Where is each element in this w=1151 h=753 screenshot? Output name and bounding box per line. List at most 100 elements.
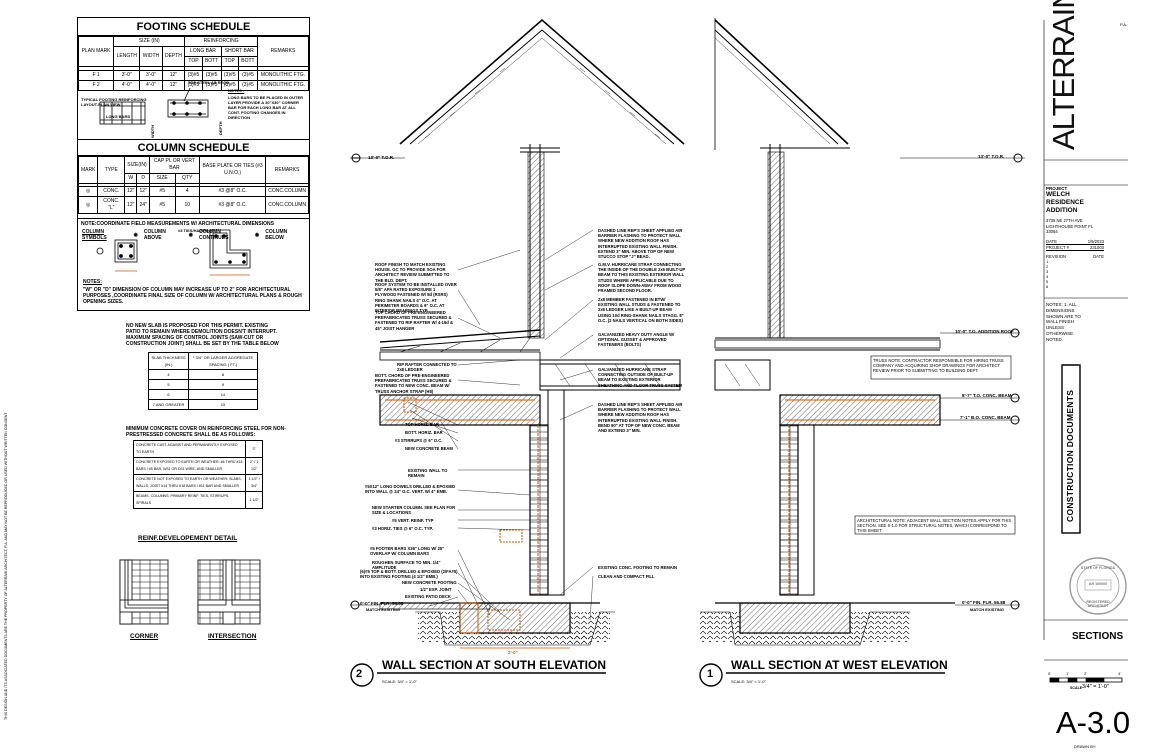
west-ffe: 0'-0" FIN. FLR. 56.88	[962, 600, 1006, 605]
fs-typical-label: TYPICAL FOOTING REINFORCING LAYOUT-PLAN …	[81, 97, 147, 107]
truss-note: TRUSS NOTE: CONTRACTOR RESPONSIBLE FOR H…	[873, 358, 1004, 374]
west-beam2: 7'-1" B.O. CONC. BEAM	[960, 415, 1011, 420]
south-ffe: 0'-0" FIN. FLR. 56.88	[360, 601, 404, 606]
fs-cell: MONOLITHIC FTG.	[256, 80, 310, 91]
column-above-icon: ◉	[133, 232, 138, 238]
footing-schedule-title: FOOTING SCHEDULE	[78, 18, 309, 36]
south-left-callout: NEW STARTER COLUMN. SEE PLAN FOR SIZE & …	[372, 505, 456, 516]
firm-logo: ALTERRAIN ARCHITECT	[1046, 0, 1082, 150]
column-schedule-panel: COLUMN SCHEDULE MARK TYPE SIZE(IN) CAP P…	[77, 139, 310, 311]
south-left-callout: #5X12" LONG DOWELS DRILLED & EPOXIED INT…	[365, 484, 456, 495]
cs-symbols-label: COLUMN SYMBOLS	[82, 229, 107, 241]
west-match: MATCH EXISTING	[970, 607, 1004, 612]
cover-cell: 1 1/2"	[245, 491, 263, 509]
south-number: 2	[356, 668, 363, 680]
arch-note: ARCHITECTURAL NOTE: ADJACENT WALL SECTIO…	[857, 518, 1012, 534]
south-left-callout: BOTT. CHORD OF PRE-ENGINEERED PREFABRICA…	[375, 373, 452, 394]
date-label: DATE	[1046, 238, 1057, 244]
cs-cell: 24"	[136, 196, 150, 214]
construction-documents-label: CONSTRUCTION DOCUMENTS	[1065, 389, 1075, 522]
slab-cell: 7 AND GREATER	[147, 399, 190, 410]
south-left-callout: #5 FOOTER BARS X36" LONG W/ 25" OVERLAP …	[370, 546, 445, 557]
slab-h2: * 3/4" OR LARGER AGGREGATE SPACING ( FT.…	[188, 352, 258, 370]
revision-date-label: DATE	[1093, 253, 1104, 259]
revision-row: 2	[1046, 263, 1049, 269]
revision-row: 4	[1046, 273, 1049, 279]
west-beam1: 8'-7" T.O. CONC. BEAM	[962, 393, 1012, 398]
reinf-corner-sketch	[119, 559, 169, 625]
column-mark-icon: ◎	[77, 196, 99, 214]
cs-sym-below: COLUMN BELOW	[265, 229, 288, 241]
revision-header: REVISION DATE	[1046, 254, 1104, 259]
cover-note: MINIMUM CONCRETE COVER ON REINFORCING ST…	[126, 426, 286, 438]
revision-row: 6	[1046, 283, 1049, 289]
fs-cell: (3)#5	[220, 80, 239, 91]
south-right-callout: CLEAN AND COMPACT FILL	[598, 574, 655, 579]
cs-cell: 12"	[124, 196, 138, 214]
date-value: 1/9/2023	[1087, 238, 1104, 244]
cs-notes-text: "W" OR "D" DIMENSION OF COLUMN MAY INCRE…	[83, 287, 302, 305]
table-row: BEAMS, COLUMNS: PRIMARY REINF. TIES, STI…	[132, 491, 263, 509]
cs-h-base: BASE PLATE OR TIES (#3 U.N.O.)	[199, 156, 267, 184]
south-left-callout: #3 STIRRUPS @ 6" O.C.	[395, 438, 443, 443]
sheet-number: A-3.0	[1056, 705, 1131, 740]
cs-cell: 10	[174, 196, 201, 214]
slab-table: SLAB THICKNESS (IN.) * 3/4" OR LARGER AG…	[147, 352, 258, 410]
fs-notes-text: LONG BARS TO BE PLACED IN OUTER LAYER PR…	[228, 95, 304, 120]
south-right-callout: GALVANIZED HEAVY DUTY ANGLE W/ OPTIONAL …	[598, 332, 675, 348]
drawn-by: DRAWN BY:	[1074, 744, 1097, 749]
south-tor: 13'-0" T.O.R.	[368, 155, 395, 160]
seal-top: STATE OF FLORIDA	[1080, 566, 1116, 570]
seal-bottom: REGISTERED ARCHITECT	[1086, 600, 1110, 608]
south-left-callout: TOP HORIZ. BAR	[405, 422, 440, 427]
south-right-callout: G.M.V. HURRICANE STRAP CONNECTING THE IN…	[598, 262, 686, 294]
south-right-callout: EXISTING CONC. FOOTING TO REMAIN	[598, 565, 678, 570]
project-address: 3735 NE 27TH AVE LIGHTHOUSE POINT FL 330…	[1046, 218, 1094, 234]
column-schedule-table: MARK TYPE SIZE(IN) CAP PL OR VERT BAR BA…	[77, 156, 309, 214]
reinf-corner-label: CORNER	[130, 633, 159, 640]
fs-notes-title: NOTES :	[228, 88, 245, 93]
south-left-callout: #5 VERT. REINF. TYP	[392, 518, 434, 523]
project-info: PROJECT WELCH RESIDENCE ADDITION 3735 NE…	[1046, 186, 1126, 289]
south-right-callout: DASHED LINE REP'S SHEET APPLIED AIR BARR…	[598, 228, 683, 260]
west-tor: 13'-0" T.O.R.	[978, 154, 1005, 159]
column-continues-icon: ◉	[188, 232, 193, 238]
project-no-label: PROJECT #	[1046, 244, 1069, 250]
revision-label: REVISION	[1046, 253, 1067, 259]
cs-h-type: TYPE	[97, 156, 126, 184]
south-right-callout: DASHED LINE REP'S SHEET APPLIED AIR BARR…	[598, 402, 683, 434]
scale-tick-2: 2'	[1084, 671, 1087, 676]
project-no: 231003	[1090, 244, 1104, 250]
footing-section-sketch	[167, 87, 209, 118]
scale-tick-1: 1'	[1066, 671, 1069, 676]
cs-notes-title: NOTES:	[83, 279, 102, 285]
project-name: WELCH RESIDENCE ADDITION	[1046, 191, 1084, 214]
footing-plan-sketch	[99, 101, 146, 125]
south-left-callout: ROUGHEN SURFACE TO MIN. 1/4" AMPLITUDE	[372, 560, 441, 571]
south-left-callout: RIP RAFTER CONNECTED TO 2x8 LEDGER	[397, 362, 457, 373]
table-row: F 2 4'-0" 4'-0" 12" (3)#5 (3)#5 (3)#5 (3…	[77, 80, 310, 91]
section-title-graphics	[350, 663, 945, 687]
seal-number: AR 100000	[1088, 582, 1108, 586]
table-row: CONCRETE EXPOSED TO EARTH OR WEATHER: #6…	[132, 457, 263, 475]
south-left-callout: 1/2" EXP. JOINT	[420, 587, 452, 592]
date-row: DATE 1/9/2023	[1046, 239, 1104, 245]
sheet-title: SECTIONS	[1072, 631, 1124, 642]
fs-cell: 4'-0"	[113, 80, 141, 91]
south-left-callout: #3 HORIZ. TIES @ 6" O.C. TYP.	[372, 526, 433, 531]
south-left-callout: NEW CONCRETE FOOTING	[402, 580, 457, 585]
south-left-callout: BOTT. HORIZ. BAR	[405, 430, 443, 435]
south-left-callout: ROOF SYSTEM TO BE INSTALLED OVER 5/8" AP…	[375, 282, 457, 314]
cover-table: CONCRETE CAST AGAINST AND PERMANENTLY EX…	[132, 440, 263, 509]
revision-row: 5	[1046, 278, 1049, 284]
column-detail-sketch	[96, 229, 251, 276]
west-addition-roof: 10'-0" T.O. ADDITION ROOF	[955, 329, 1014, 334]
west-title: WALL SECTION AT WEST ELEVATION	[731, 658, 948, 672]
fs-h-mark: PLAN MARK	[77, 36, 115, 67]
cs-sym-above: COLUMN ABOVE	[143, 229, 166, 241]
fs-cell: 4'-0"	[139, 80, 163, 91]
scale-tick-4: 4'	[1118, 671, 1121, 676]
